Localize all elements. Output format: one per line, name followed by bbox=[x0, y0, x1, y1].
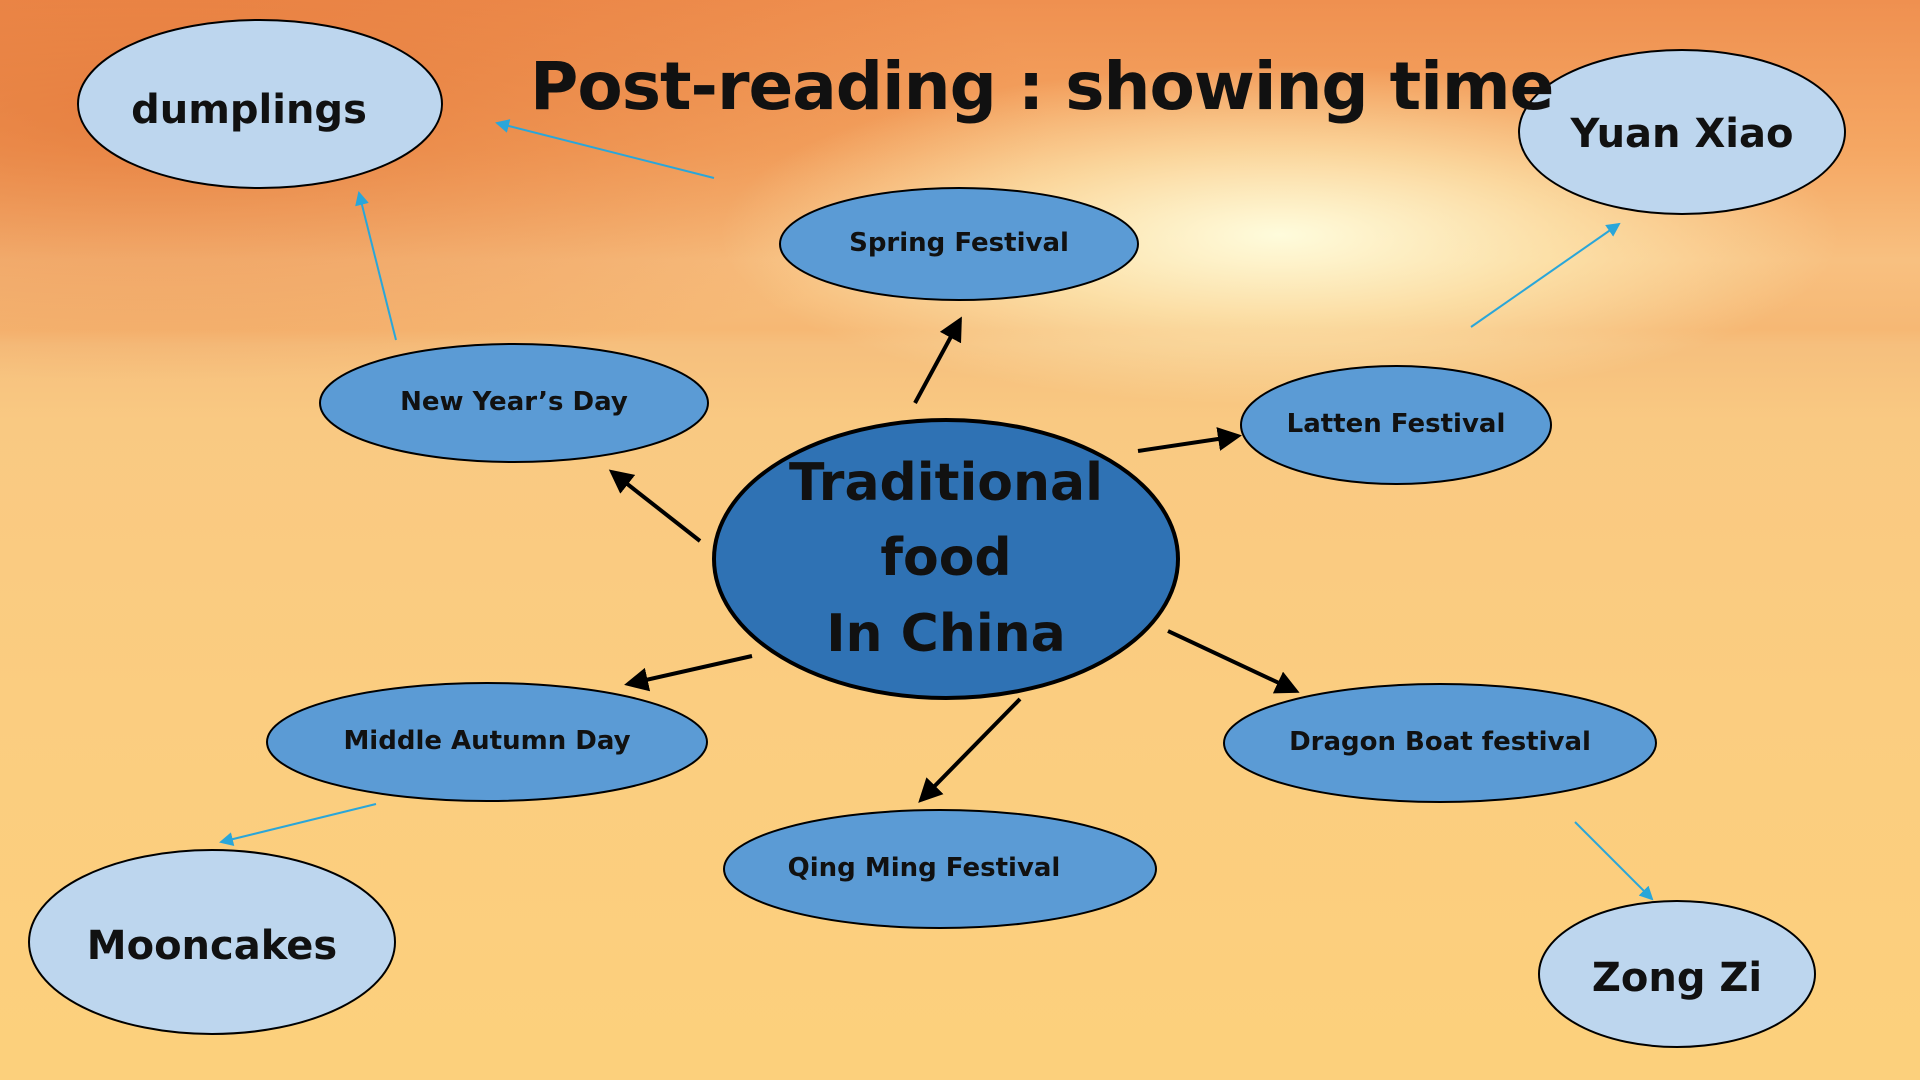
mooncakes-label: Mooncakes bbox=[86, 923, 338, 969]
new-years-day-ellipse bbox=[319, 343, 709, 463]
dragon-boat-festival-ellipse bbox=[1223, 683, 1657, 803]
center-ellipse bbox=[712, 418, 1180, 700]
arrow-to-dumplings-1 bbox=[495, 119, 715, 179]
new-years-day-label: New Year’s Day bbox=[400, 387, 628, 418]
spring-festival-label: Spring Festival bbox=[849, 228, 1069, 259]
arrow-to-mooncakes bbox=[219, 803, 377, 846]
spring-festival-ellipse bbox=[779, 187, 1139, 301]
dragon-boat-festival-label: Dragon Boat festival bbox=[1289, 727, 1591, 758]
center-label: Traditional food In China bbox=[789, 452, 1103, 664]
arrow-to-latten-festival bbox=[1137, 427, 1242, 453]
arrow-to-dumplings-2 bbox=[355, 191, 397, 341]
arrow-to-yuan-xiao bbox=[1470, 222, 1621, 328]
arrow-to-dragon-boat-festival bbox=[1167, 629, 1300, 694]
arrow-to-spring-festival bbox=[913, 316, 962, 404]
dumplings-ellipse bbox=[77, 19, 443, 189]
middle-autumn-day-ellipse bbox=[266, 682, 708, 802]
slide-title: Post-reading : showing time bbox=[530, 48, 1554, 125]
arrow-to-qing-ming-festival bbox=[918, 697, 1022, 803]
middle-autumn-day-label: Middle Autumn Day bbox=[343, 726, 631, 757]
yuan-xiao-ellipse bbox=[1518, 49, 1846, 215]
yuan-xiao-label: Yuan Xiao bbox=[1570, 111, 1794, 157]
arrow-to-zong-zi bbox=[1574, 821, 1654, 901]
zong-zi-label: Zong Zi bbox=[1591, 955, 1763, 1001]
dumplings-label: dumplings bbox=[131, 87, 367, 133]
arrow-to-middle-autumn-day bbox=[624, 654, 753, 692]
arrow-to-new-years-day bbox=[608, 469, 702, 543]
mooncakes-ellipse bbox=[28, 849, 396, 1035]
latten-festival-label: Latten Festival bbox=[1286, 409, 1506, 440]
latten-festival-ellipse bbox=[1240, 365, 1552, 485]
qing-ming-festival-label: Qing Ming Festival bbox=[787, 853, 1061, 884]
qing-ming-festival-ellipse bbox=[723, 809, 1157, 929]
zong-zi-ellipse bbox=[1538, 900, 1816, 1048]
